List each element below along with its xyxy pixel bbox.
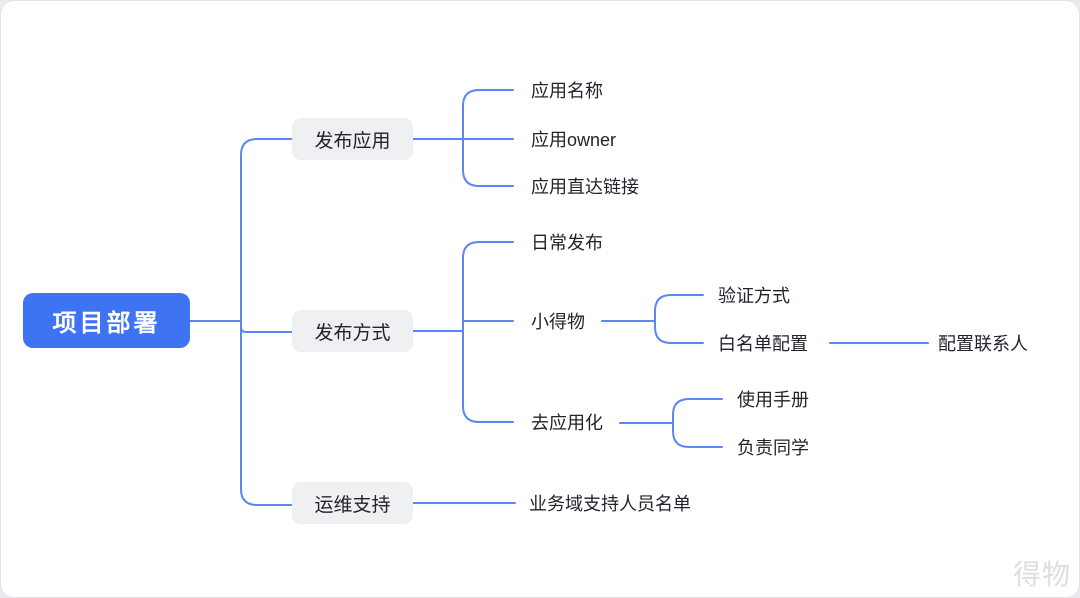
- leaf-support-staff-list[interactable]: 业务域支持人员名单: [529, 494, 691, 514]
- root-node-project-deploy[interactable]: 项目部署: [23, 293, 190, 348]
- node-xiaodewu[interactable]: 小得物: [531, 312, 585, 332]
- leaf-app-owner[interactable]: 应用owner: [531, 130, 617, 150]
- leaf-user-manual[interactable]: 使用手册: [737, 390, 809, 410]
- node-de-application[interactable]: 去应用化: [531, 413, 603, 433]
- leaf-verify-method[interactable]: 验证方式: [718, 286, 790, 306]
- branch-node-release-app[interactable]: 发布应用: [292, 118, 413, 160]
- branch-node-ops-support[interactable]: 运维支持: [292, 482, 413, 524]
- leaf-app-name[interactable]: 应用名称: [531, 81, 603, 101]
- leaf-app-direct-link[interactable]: 应用直达链接: [531, 177, 639, 197]
- node-whitelist-config[interactable]: 白名单配置: [718, 334, 808, 354]
- leaf-daily-release[interactable]: 日常发布: [531, 233, 603, 253]
- branch-node-release-mode[interactable]: 发布方式: [292, 310, 413, 352]
- leaf-config-contact[interactable]: 配置联系人: [938, 334, 1028, 354]
- leaf-responsible-member[interactable]: 负责同学: [737, 438, 809, 458]
